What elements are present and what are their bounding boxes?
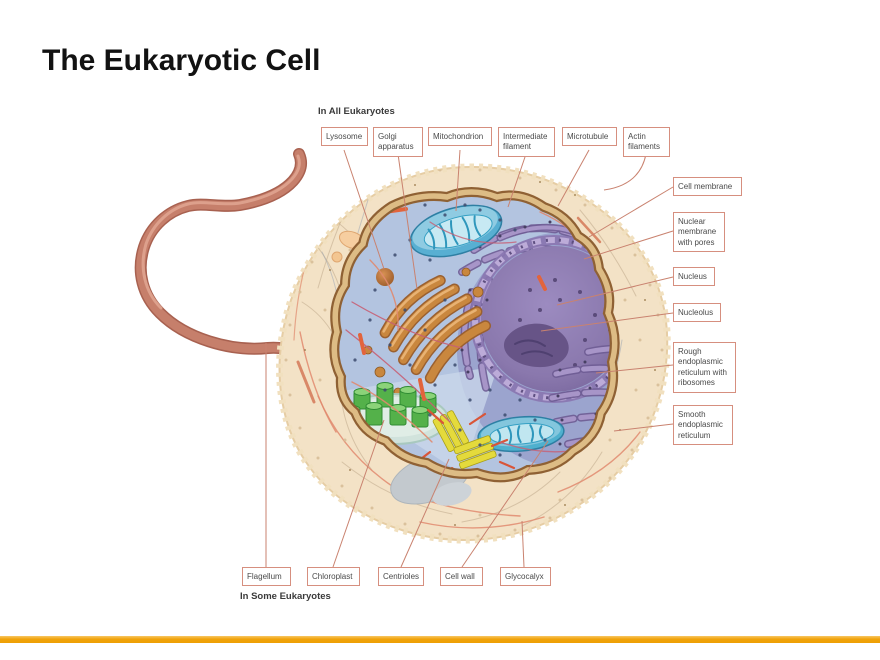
label-intermediate-filament: Intermediate filament [498, 127, 555, 157]
mitochondrion-graphic-1 [409, 204, 503, 258]
label-mitochondrion: Mitochondrion [428, 127, 492, 147]
page-title: The Eukaryotic Cell [42, 44, 321, 77]
label-cell-membrane: Cell membrane [673, 177, 742, 197]
cytoskeleton-filaments-outer [293, 195, 641, 529]
label-rough-er: Rough endoplasmic reticulum with ribosom… [673, 342, 736, 393]
flagellum-graphic [134, 148, 307, 358]
centrioles-graphic [415, 408, 516, 478]
label-lysosome: Lysosome [321, 127, 368, 147]
label-flagellum: Flagellum [242, 567, 291, 587]
label-microtubule: Microtubule [562, 127, 617, 147]
label-nucleus: Nucleus [673, 267, 715, 287]
group-heading-all-eukaryotes: In All Eukaryotes [318, 106, 395, 117]
group-heading-some-eukaryotes: In Some Eukaryotes [240, 591, 331, 602]
cell-wall-band [329, 187, 620, 483]
label-smooth-er: Smooth endoplasmic reticulum [673, 405, 733, 446]
label-nucleolus: Nucleolus [673, 303, 721, 323]
label-golgi-apparatus: Golgi apparatus [373, 127, 423, 157]
label-centrioles: Centrioles [378, 567, 424, 587]
label-glycocalyx: Glycocalyx [500, 567, 551, 587]
leader-lines [265, 149, 674, 568]
label-chloroplast: Chloroplast [307, 567, 360, 587]
ribosome-dots-cytosol [353, 203, 547, 457]
slide-accent-bar [0, 636, 880, 643]
golgi-apparatus-graphic [379, 275, 491, 384]
label-nuclear-membrane: Nuclear membrane with pores [673, 212, 725, 253]
inner-cytoplasm [334, 192, 615, 478]
label-cell-wall: Cell wall [440, 567, 483, 587]
nucleolus-graphic [503, 323, 569, 368]
label-actin-filaments: Actin filaments [623, 127, 670, 157]
